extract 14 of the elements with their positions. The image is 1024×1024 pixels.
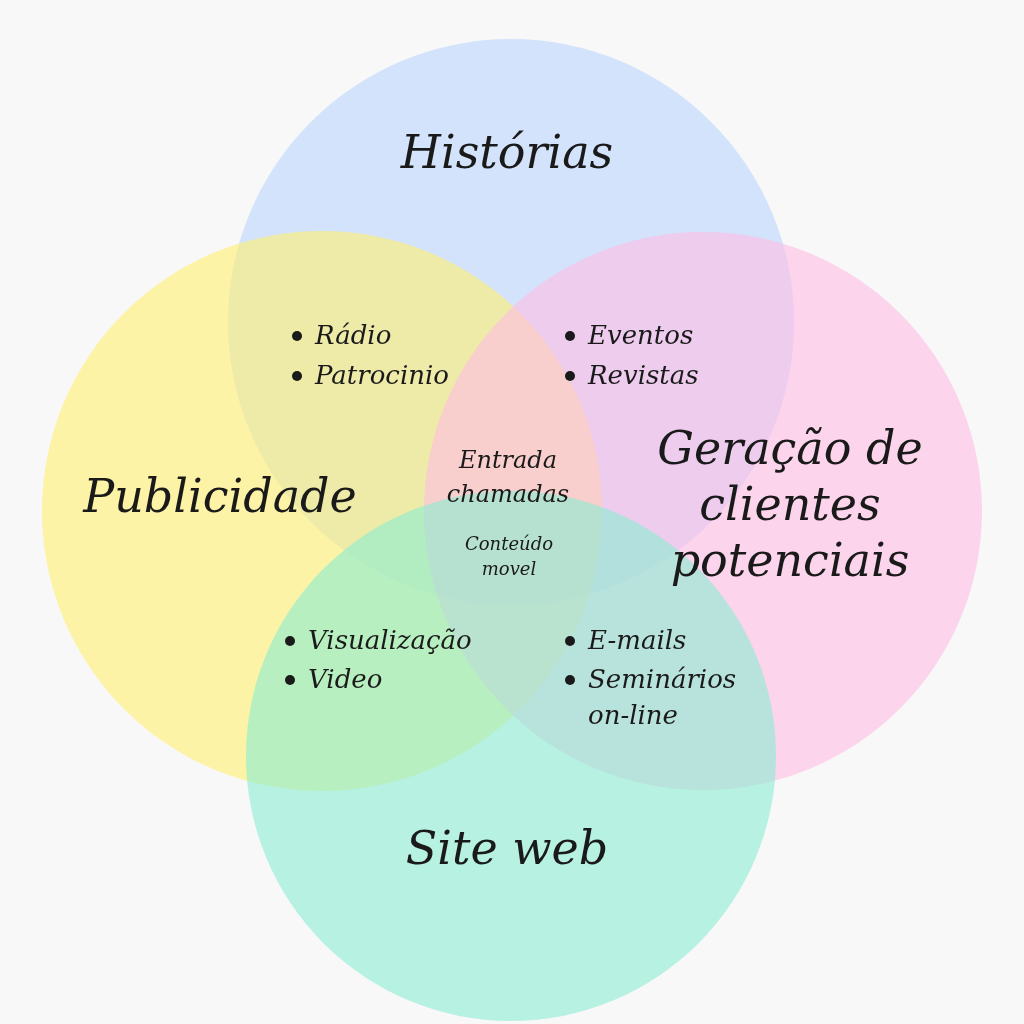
list-item-text: Seminários on-line (588, 663, 738, 732)
list-item-text: Revistas (588, 359, 699, 392)
list-item-text: Video (308, 663, 383, 696)
list-item-text: Rádio (315, 319, 392, 352)
circle-title: Geração de clientes potenciais (656, 420, 924, 589)
circle-title: Site web (404, 820, 610, 877)
circle-title: Publicidade (81, 468, 358, 525)
list-item-text: E-mails (588, 624, 687, 657)
list-item-text: Eventos (588, 319, 694, 352)
overlap-label: Entrada chamadas (445, 445, 571, 510)
circle-title: Histórias (399, 124, 615, 181)
list-item-text: Visualização (308, 624, 472, 657)
list-item-text: Patrocinio (315, 359, 449, 392)
overlap-label: Conteúdo movel (463, 532, 554, 581)
